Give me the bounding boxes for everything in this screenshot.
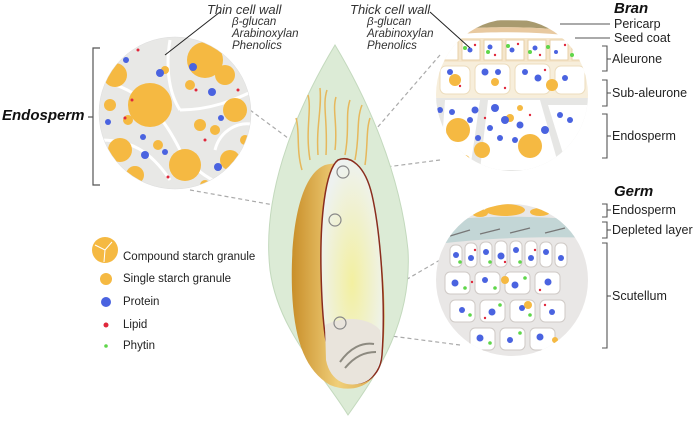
thin-wall-pointer	[164, 11, 221, 56]
bran-zoom-circle	[436, 19, 588, 171]
thick-wall-component: Phenolics	[367, 40, 417, 52]
phytin-icon	[104, 344, 108, 348]
bran-layer-pericarp: Pericarp	[614, 17, 661, 31]
endosperm-title: Endosperm	[2, 107, 85, 124]
legend-item-compound-starch: Compound starch granule	[123, 251, 256, 263]
legend-icons	[92, 237, 118, 348]
thick-wall-label: Thick cell wall	[350, 2, 431, 17]
bran-layer-sub-aleurone: Sub-aleurone	[612, 86, 688, 100]
bran-layer-seed-coat: Seed coat	[614, 31, 671, 45]
bran-layer-endosperm: Endosperm	[612, 129, 676, 143]
germ-brackets	[602, 203, 611, 349]
germ-layer-depleted: Depleted layer	[612, 223, 693, 237]
grain-hairs	[295, 87, 371, 171]
germ-layer-scutellum: Scutellum	[612, 289, 667, 303]
single-starch-icon	[100, 273, 112, 285]
thin-wall-component: Phenolics	[232, 40, 282, 52]
germ-region	[325, 318, 382, 385]
bran-title: Bran	[614, 0, 649, 17]
thick-wall-component: β-glucan	[367, 16, 412, 28]
legend-item-phytin: Phytin	[123, 340, 155, 352]
legend-item-single-starch: Single starch granule	[123, 273, 232, 285]
bran-layer-aleurone: Aleurone	[612, 52, 663, 66]
thin-wall-component: β-glucan	[232, 16, 277, 28]
thick-wall-pointer	[429, 11, 471, 49]
legend-item-lipid: Lipid	[123, 319, 148, 331]
zoom-markers	[328, 165, 350, 330]
protein-icon	[101, 297, 111, 307]
thin-wall-component: Arabinoxylan	[232, 28, 299, 40]
lipid-icon	[103, 322, 109, 328]
bran-brackets	[560, 23, 611, 159]
thick-wall-component: Arabinoxylan	[367, 28, 434, 40]
germ-zoom-circle	[436, 204, 588, 356]
legend-item-protein: Protein	[123, 296, 160, 308]
embryo	[339, 342, 377, 369]
thin-wall-label: Thin cell wall	[207, 2, 282, 17]
endosperm-zoom-circle	[99, 37, 251, 189]
germ-layer-endosperm: Endosperm	[612, 203, 676, 217]
germ-title: Germ	[614, 183, 654, 200]
